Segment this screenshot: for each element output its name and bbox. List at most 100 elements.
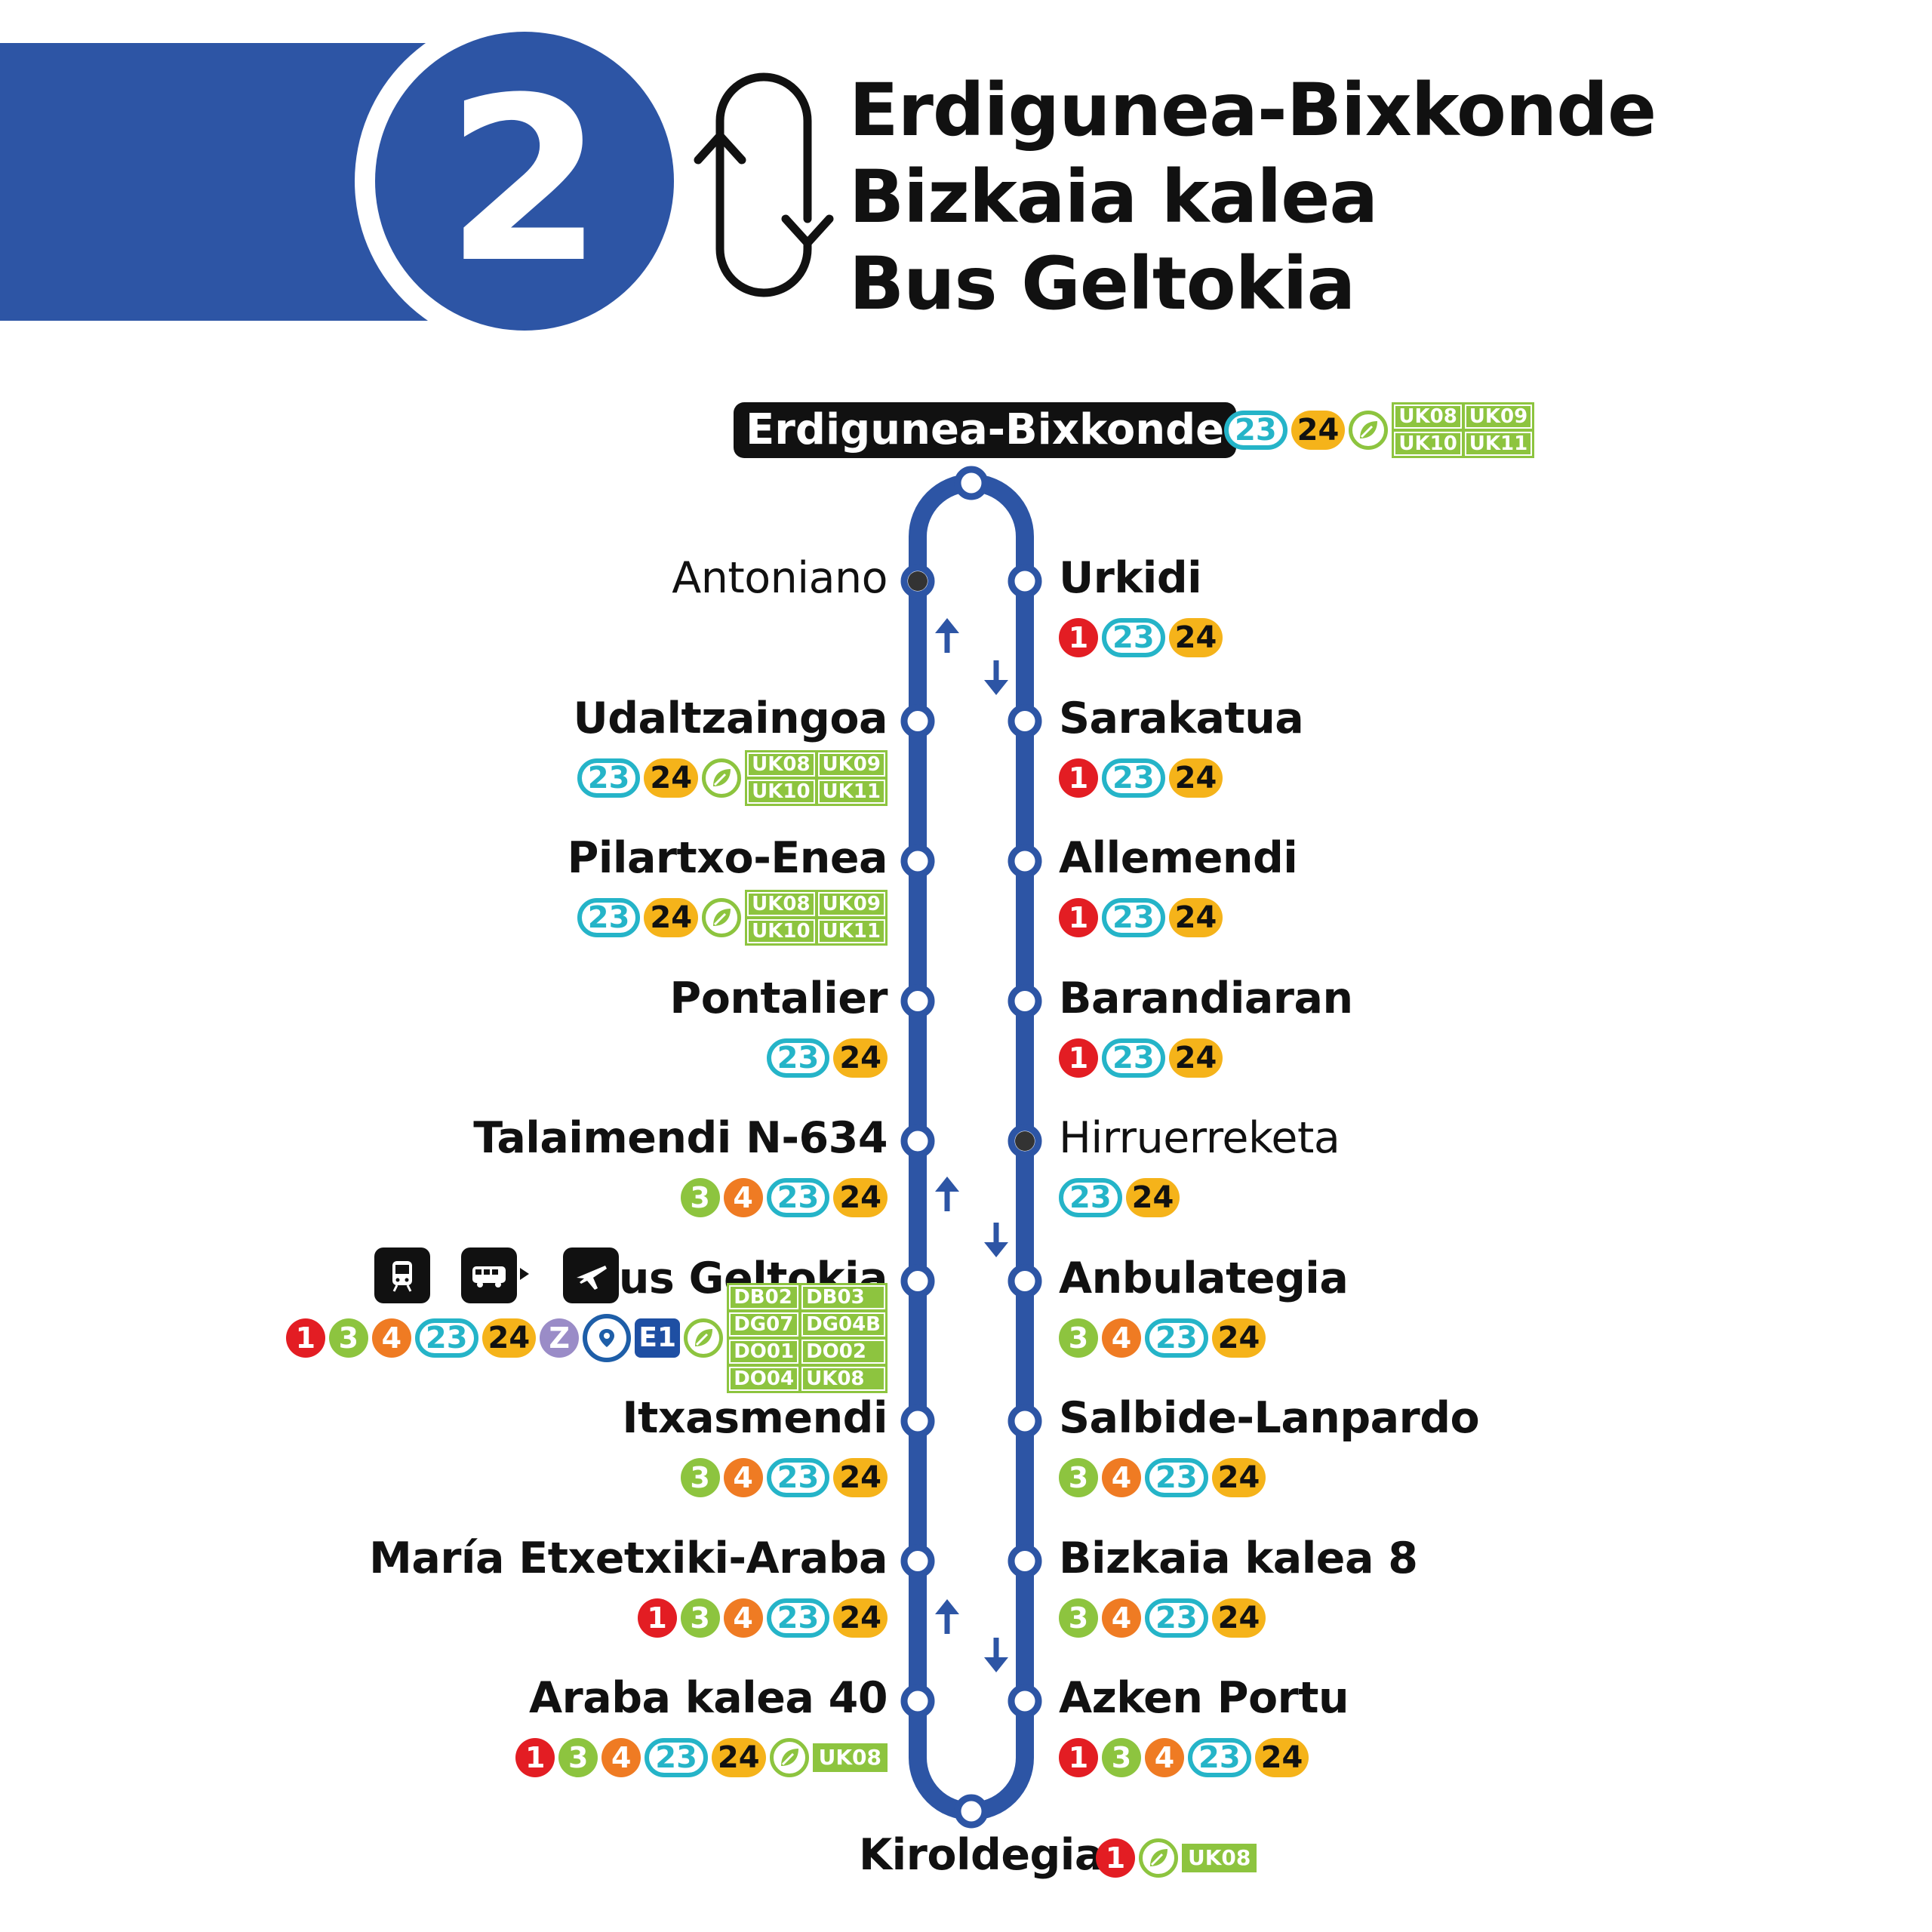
line-badge-23: 23 [1188,1738,1251,1777]
uk-badge: DO01 [729,1339,799,1364]
line-badge-23: 23 [1102,618,1165,657]
stop-name: Urkidi [1059,553,1202,603]
line-badge-23: 23 [766,1178,830,1217]
stop-left-2 [900,844,935,878]
line-badge-24: 24 [833,1458,888,1497]
line-badge-24: 24 [481,1318,537,1358]
uk-badge: UK09 [817,892,885,916]
uk-badge: DG07 [729,1312,799,1337]
uk-badge: UK10 [1394,432,1462,456]
line-badge-E1: E1 [635,1318,681,1358]
uk-badge: UK08 [801,1366,885,1391]
up-arrow-icon-0 [935,618,959,653]
loop-arrows-icon [694,72,834,297]
stop-name: Antoniano [672,553,888,603]
stop-left-6 [900,1404,935,1438]
line-badge-3: 3 [680,1178,720,1217]
line-badge-23: 23 [1145,1598,1208,1638]
line-badge-24: 24 [833,1598,888,1638]
stop-right-1 [1008,704,1042,738]
line-badge-24: 24 [1211,1318,1266,1358]
down-arrow-icon-2 [984,1638,1008,1672]
uk-badge: UK10 [747,779,815,804]
uk-badge: UK08 [747,752,815,777]
destination-1: Erdigunea-Bixkonde [849,68,1657,152]
leaf-icon [769,1738,809,1777]
line-badge-4: 4 [723,1178,763,1217]
down-arrow-icon-1 [984,1223,1008,1257]
uk-badge: UK11 [817,779,885,804]
airplane-icon [563,1247,619,1303]
line-badge-Z: Z [540,1318,580,1358]
uk-badge: DB03 [801,1284,885,1309]
stop-right-7 [1008,1544,1042,1578]
uk-badge: UK08 [747,892,815,916]
line-badge-1: 1 [1096,1838,1135,1878]
uk-badge: UK08 [1394,405,1462,429]
line-badge-4: 4 [371,1318,411,1358]
uk-badge: DG04B [801,1312,885,1337]
stop-name: Sarakatua [1059,693,1304,743]
stop-left-0-minor-dot [908,571,928,591]
leaf-icon [1139,1838,1178,1878]
uk-badge: UK09 [817,752,885,777]
line-badge-3: 3 [1059,1598,1098,1638]
line-badge-23: 23 [645,1738,708,1777]
route-line [909,474,1034,1820]
line-number-disc [375,32,674,331]
line-badge-24: 24 [711,1738,766,1777]
line-badge-4: 4 [1102,1318,1141,1358]
uk-badge: DB02 [729,1284,799,1309]
stop-name: Araba kalea 40 [529,1673,888,1723]
leaf-icon [1349,411,1389,450]
stop-left-3 [900,984,935,1018]
leaf-icon [702,758,742,798]
stop-name: Pilartxo-Enea [567,833,888,883]
leaf-icon [702,898,742,937]
stop-name: Bizkaia kalea 8 [1059,1533,1418,1583]
stop-left-1 [900,704,935,738]
destination-3: Bus Geltokia [849,242,1355,326]
line-badge-24: 24 [1168,758,1223,798]
line-badge-24: 24 [833,1038,888,1078]
line-badge-24: 24 [833,1178,888,1217]
line-badge-23: 23 [1102,898,1165,937]
line-badge-4: 4 [601,1738,641,1777]
stop-right-3 [1008,984,1042,1018]
uk-badge: UK11 [1464,432,1533,456]
line-badge-3: 3 [1059,1458,1098,1497]
uk-badge: UK11 [817,919,885,943]
stop-name: Allemendi [1059,833,1298,883]
stop-name: Hirruerreketa [1059,1113,1340,1163]
line-badge-23: 23 [1145,1458,1208,1497]
uk-badge: UK10 [747,919,815,943]
stop-left-7 [900,1544,935,1578]
terminus-bottom-label: Kiroldegia [859,1830,1103,1880]
line-badge-24: 24 [1211,1598,1266,1638]
line-badge-1: 1 [1059,1038,1098,1078]
stop-right-0 [1008,564,1042,598]
uk-badge: UK08 [812,1743,888,1772]
location-pin-icon [583,1313,632,1362]
line-badge-3: 3 [1059,1318,1098,1358]
stop-name: Anbulategia [1059,1253,1349,1303]
line-badge-24: 24 [1168,618,1223,657]
bus-icon [461,1247,517,1303]
stop-name: Udaltzaingoa [573,693,888,743]
uk-badge: UK08 [1182,1844,1257,1872]
line-badge-23: 23 [414,1318,478,1358]
